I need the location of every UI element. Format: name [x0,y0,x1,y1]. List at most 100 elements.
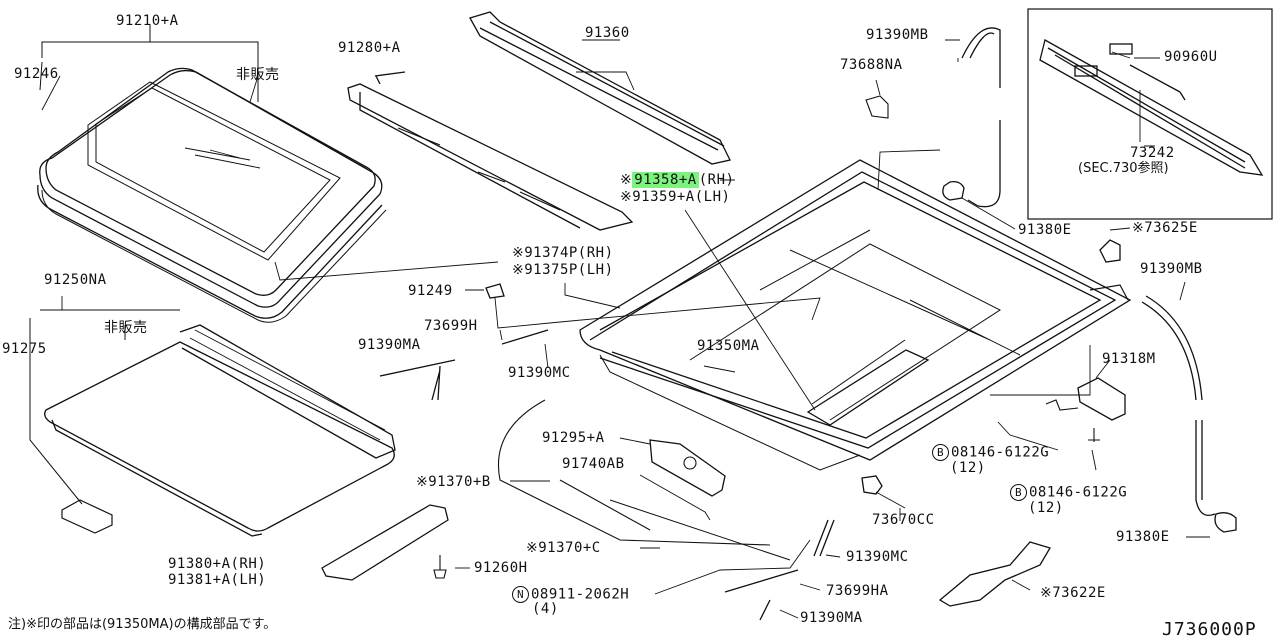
drain-hose-rear-lh [961,27,1001,208]
drive-cable-b [497,399,771,546]
part-number: 91374P(RH) [524,245,614,261]
label-91358A: ※91358+A(RH) [620,172,734,188]
label-91359A: ※91359+A(LH) [620,189,730,205]
label-91381A-lh: 91381+A(LH) [168,572,267,588]
side-rh: (RH) [698,172,735,188]
label-08146-a-qty: (12) [950,460,986,476]
bolt-symbol: B [932,444,949,461]
label-91390MC-a: 91390MC [508,365,571,381]
bracket-91380A [321,504,449,581]
label-91275: 91275 [2,341,47,357]
asterisk-mark: ※ [526,540,539,556]
asterisk-mark: ※ [512,262,525,278]
inset-box [1027,8,1273,220]
label-91250NA: 91250NA [44,272,107,288]
label-nonsale-1: 非販売 [236,67,280,83]
label-91318M: 91318M [1102,351,1156,367]
sunroof-motor [649,439,726,497]
drip-rail [469,11,731,165]
part-number: 91359+A(LH) [632,189,731,205]
asterisk-mark: ※ [620,172,633,188]
asterisk-mark: ※ [1132,220,1145,236]
label-nonsale-2: 非販売 [104,320,148,336]
clip-73670CC [861,475,883,495]
nut-symbol: N [512,586,529,603]
label-73622E: ※73622E [1040,585,1106,601]
part-number: 08146-6122G [1029,484,1128,501]
grommet-91380E-b [1214,512,1237,533]
asterisk-mark: ※ [512,245,525,261]
bracket-73622E [938,541,1051,607]
label-91360: 91360 [585,25,630,41]
wind-deflector [347,71,634,231]
label-73670CC: 73670CC [872,512,935,528]
part-number: 08911-2062H [531,586,630,603]
label-91370C: ※91370+C [526,540,601,556]
seal-ring [37,184,383,319]
label-91740AB: 91740AB [562,456,625,472]
drain-hose-rear-rh [1141,301,1216,517]
bracket-91318M [1077,377,1126,421]
label-91380E-b: 91380E [1116,529,1170,545]
drive-cable-c [559,479,651,531]
label-91390MB-right: 91390MB [1140,261,1203,277]
label-91380E-a: 91380E [1018,222,1072,238]
drain-hose-front-rh [724,519,835,621]
sunroof-frame [579,159,1132,471]
part-number: 73622E [1052,585,1106,601]
bracket-73688NA [865,95,889,119]
label-73242-sec: (SEC.730参照) [1078,161,1169,176]
label-73699H: 73699H [424,318,478,334]
bracket-91249 [485,283,505,299]
label-91295A: 91295+A [542,430,605,446]
label-73688NA: 73688NA [840,57,903,73]
label-91375P: ※91375P(LH) [512,262,614,278]
label-91246: 91246 [14,66,59,82]
shade-clip [61,499,113,534]
label-73625E: ※73625E [1132,220,1198,236]
label-91390MB-top: 91390MB [866,27,929,43]
asterisk-mark: ※ [416,474,429,490]
footnote: 注)※印の部品は(91350MA)の構成部品です。 [8,617,277,632]
label-91390MA-a: 91390MA [358,337,421,353]
label-91280A: 91280+A [338,40,401,56]
reference-code: J736000P [1162,619,1257,640]
label-91260H: 91260H [474,560,528,576]
label-91249: 91249 [408,283,453,299]
label-91380A-rh: 91380+A(RH) [168,556,267,572]
leader-lines [41,39,1210,619]
label-91390MA-b: 91390MA [800,610,863,626]
label-73242: 73242 [1130,145,1175,161]
label-91390MC-b: 91390MC [846,549,909,565]
drain-hose-front-lh [379,329,549,401]
label-90960U: 90960U [1164,49,1218,65]
part-number: 73625E [1144,220,1198,236]
highlighted-part-number: 91358+A [632,172,699,188]
part-number: 91370+B [428,474,491,490]
bolt-08146-b [1088,428,1100,442]
label-91370B: ※91370+B [416,474,491,490]
label-91210A: 91210+A [116,13,179,29]
asterisk-mark: ※ [620,189,633,205]
label-08146-b-qty: (12) [1028,500,1064,516]
sunshade [44,324,396,537]
label-73699HA: 73699HA [826,583,889,599]
label-91350MA: 91350MA [697,338,760,354]
asterisk-mark: ※ [1040,585,1053,601]
label-91374P: ※91374P(RH) [512,245,614,261]
label-08911-qty: (4) [532,601,559,617]
part-number: 91375P(LH) [524,262,614,278]
clip-73625E [1099,239,1121,263]
bolt-08146-a [1045,399,1079,411]
part-number: 08146-6122G [951,444,1050,461]
glass-panel [39,67,383,308]
grommet-91380E [942,180,965,201]
inset-rail [1039,39,1264,176]
part-number: 91370+C [538,540,601,556]
bolt-symbol: B [1010,484,1027,501]
fastener-91260H [433,555,447,579]
